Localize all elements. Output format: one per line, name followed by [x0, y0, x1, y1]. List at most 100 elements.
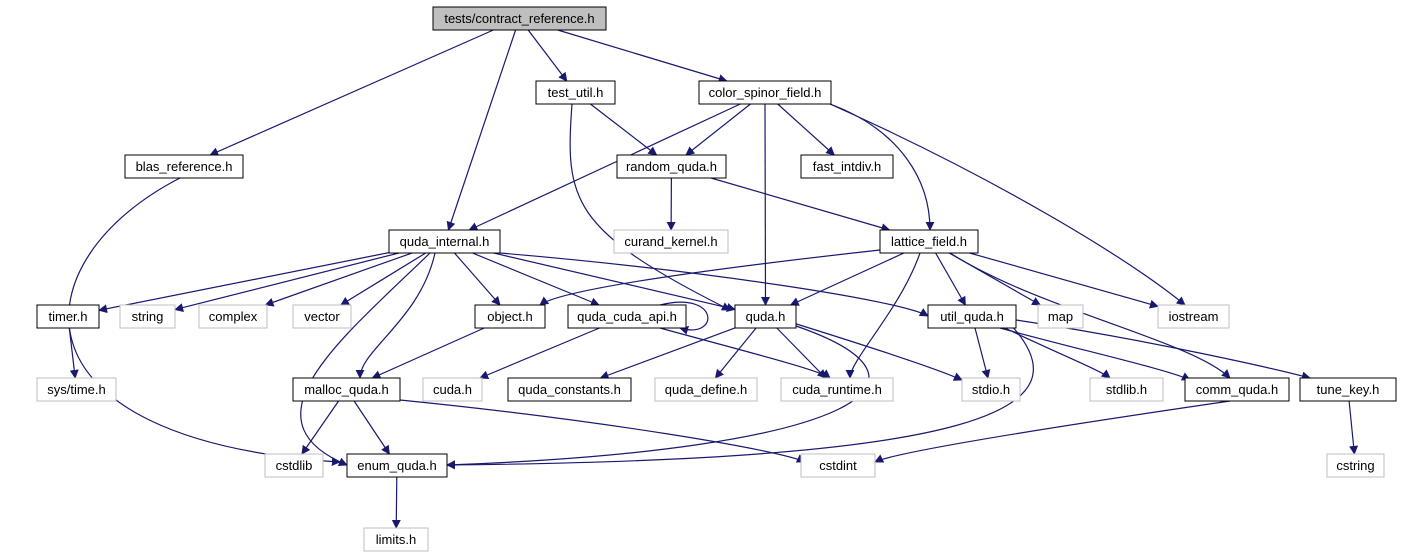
node-comm-quda[interactable]: comm_quda.h [1184, 377, 1290, 402]
node-sys-time: sys/time.h [36, 377, 117, 402]
edge-lattice-field-to-iostream [969, 252, 1159, 309]
node-random-quda[interactable]: random_quda.h [616, 154, 727, 179]
node-quda-define: quda_define.h [654, 377, 758, 402]
node-label: complex [209, 309, 258, 324]
dependency-edges [68, 29, 1359, 529]
node-label: vector [304, 309, 340, 324]
edge-quda-internal-to-timer [98, 252, 390, 314]
node-quda-constants[interactable]: quda_constants.h [507, 377, 632, 402]
node-object[interactable]: object.h [474, 304, 546, 329]
edge-lattice-field-to-util-quda [935, 252, 966, 306]
node-test-util[interactable]: test_util.h [535, 80, 616, 105]
node-box [613, 229, 729, 254]
node-label: cstdlib [276, 458, 313, 473]
edge-quda-internal-to-util-quda [499, 252, 929, 317]
edge-enum-quda-to-limits [391, 476, 401, 529]
node-quda-cuda-api[interactable]: quda_cuda_api.h [567, 304, 687, 329]
edge-quda-to-enum-quda [446, 323, 870, 470]
node-iostream: iostream [1157, 304, 1230, 329]
edge-random-quda-to-lattice-field [710, 177, 891, 233]
node-label: comm_quda.h [1196, 382, 1278, 397]
node-cstdlib: cstdlib [264, 453, 324, 478]
node-timer[interactable]: timer.h [36, 304, 100, 329]
node-label: map [1048, 309, 1073, 324]
node-malloc-quda[interactable]: malloc_quda.h [292, 377, 401, 402]
node-label: stdio.h [972, 382, 1010, 397]
node-label: quda_internal.h [400, 234, 490, 249]
node-tune-key[interactable]: tune_key.h [1299, 377, 1397, 402]
node-enum-quda[interactable]: enum_quda.h [346, 453, 448, 478]
node-box [1157, 304, 1230, 329]
node-label: limits.h [376, 532, 416, 547]
node-box [422, 377, 483, 402]
node-quda[interactable]: quda.h [734, 304, 797, 329]
edge-test-util-to-random-quda [590, 103, 658, 156]
edge-quda-cuda-api-to-cuda-runtime [659, 327, 831, 379]
edge-lattice-field-to-quda [789, 252, 905, 306]
node-complex: complex [198, 304, 268, 329]
node-label: quda_define.h [665, 382, 747, 397]
node-box [734, 304, 797, 329]
node-box [961, 377, 1021, 402]
node-label: cuda.h [433, 382, 472, 397]
node-box [198, 304, 268, 329]
node-util-quda[interactable]: util_quda.h [927, 304, 1017, 329]
node-label: color_spinor_field.h [709, 85, 822, 100]
node-box [388, 229, 501, 254]
node-quda-internal[interactable]: quda_internal.h [388, 229, 501, 254]
node-label: tests/contract_reference.h [444, 11, 594, 26]
node-label: stdlib.h [1106, 382, 1147, 397]
node-box [292, 377, 401, 402]
node-cstring: cstring [1326, 453, 1385, 478]
edge-quda-to-quda-constants [599, 327, 736, 380]
node-label: malloc_quda.h [304, 382, 389, 397]
node-label: cstdint [819, 458, 857, 473]
node-box [800, 154, 894, 179]
node-curand-kernel: curand_kernel.h [613, 229, 729, 254]
node-box [780, 377, 894, 402]
node-contract-reference[interactable]: tests/contract_reference.h [432, 6, 607, 31]
node-box [507, 377, 632, 402]
node-color-spinor-field[interactable]: color_spinor_field.h [698, 80, 832, 105]
edge-object-to-malloc-quda [371, 327, 485, 379]
edge-quda-to-quda-define [714, 327, 757, 379]
edge-quda-to-stdio [789, 321, 963, 381]
dependency-nodes: tests/contract_reference.h test_util.h col… [36, 6, 1397, 552]
node-box [36, 377, 117, 402]
edge-util-quda-to-stdio [974, 327, 991, 379]
node-box [567, 304, 687, 329]
node-label: curand_kernel.h [624, 234, 717, 249]
edge-quda-internal-to-malloc-quda [355, 252, 436, 379]
edge-util-quda-to-tune-key [1015, 319, 1311, 381]
edge-color-spinor-field-to-quda [760, 103, 770, 306]
node-fast-intdiv[interactable]: fast_intdiv.h [800, 154, 894, 179]
node-box [124, 154, 244, 179]
edge-quda-internal-to-object [454, 252, 501, 306]
edge-quda-to-cuda-runtime [776, 327, 827, 379]
node-label: quda.h [746, 309, 786, 324]
edge-quda-internal-to-enum-quda [300, 252, 431, 466]
node-box [698, 80, 832, 105]
edge-lattice-field-to-cuda-runtime [845, 252, 921, 379]
edge-util-quda-to-comm-quda [999, 327, 1191, 381]
node-lattice-field[interactable]: lattice_field.h [879, 229, 979, 254]
node-box [1184, 377, 1290, 402]
edge-contract-reference-to-test-util [527, 29, 568, 82]
edge-blas-reference-to-enum-quda [68, 177, 341, 466]
node-label: random_quda.h [626, 159, 717, 174]
edge-color-spinor-field-to-fast-intdiv [777, 103, 835, 156]
node-stdlib: stdlib.h [1089, 377, 1164, 402]
node-box [264, 453, 324, 478]
edge-quda-cuda-api-to-quda-cuda-api [659, 301, 709, 335]
node-label: test_util.h [548, 85, 604, 100]
node-label: enum_quda.h [357, 458, 437, 473]
node-box [292, 304, 352, 329]
edge-quda-internal-to-complex [264, 252, 413, 307]
edge-contract-reference-to-blas-reference [209, 29, 494, 156]
edge-quda-internal-to-quda [493, 252, 736, 312]
node-box [879, 229, 979, 254]
edge-contract-reference-to-quda-internal [446, 29, 517, 231]
node-label: quda_constants.h [518, 382, 621, 397]
node-blas-reference[interactable]: blas_reference.h [124, 154, 244, 179]
node-box [1299, 377, 1397, 402]
